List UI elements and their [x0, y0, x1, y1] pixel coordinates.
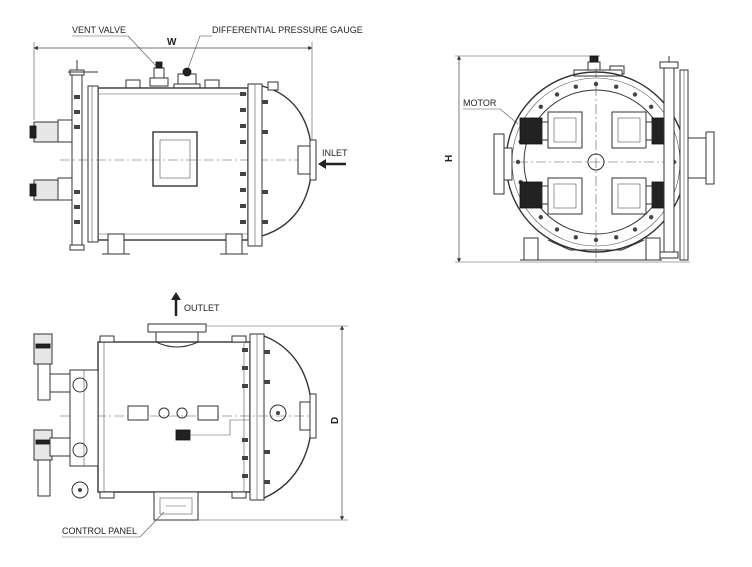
motor-label: MOTOR — [463, 98, 497, 108]
bolt-hole — [538, 215, 543, 220]
bolt-hole — [632, 92, 638, 97]
bolt-hole — [649, 104, 654, 110]
side-inlet-flange — [493, 133, 505, 195]
plan-vessel-shell — [97, 341, 251, 493]
filter-housing-top-left — [519, 111, 583, 149]
bolt-hole — [573, 84, 578, 89]
outlet-flange — [147, 323, 207, 333]
differential-pressure-gauge-label: DIFFERENTIAL PRESSURE GAUGE — [212, 25, 363, 35]
inlet-arrow-icon — [318, 159, 326, 169]
vent-valve-label: VENT VALVE — [72, 25, 126, 35]
plan-view: OUTLET D — [33, 292, 348, 538]
bolt-hole — [554, 92, 560, 97]
filter-housing-bottom-right — [611, 177, 675, 215]
side-view: H MOTOR — [444, 55, 715, 264]
bolt-hole — [573, 235, 578, 240]
vent-valve-icon — [149, 61, 169, 87]
inlet-label: INLET — [322, 148, 348, 158]
support-right — [225, 233, 243, 255]
head-flange-bolts — [240, 92, 268, 224]
differential-pressure-gauge-icon — [173, 67, 201, 89]
bolt-hole — [614, 84, 619, 89]
left-flange-bolts — [74, 95, 80, 224]
filter-housing-bottom-left — [519, 177, 583, 215]
motor-upper-icon — [29, 119, 73, 143]
access-window — [152, 131, 198, 187]
support-left — [107, 233, 125, 255]
bolt-hole — [593, 81, 599, 87]
control-panel-label: CONTROL PANEL — [62, 526, 137, 536]
bolt-hole — [632, 227, 638, 232]
bolt-hole — [649, 215, 654, 220]
bolt-hole — [538, 104, 543, 110]
depth-dimension-label: D — [330, 417, 341, 424]
bolt-hole — [614, 235, 619, 240]
height-dimension-label: H — [444, 155, 455, 162]
vessel-shell — [97, 87, 249, 241]
plan-motor-lower-icon — [33, 429, 71, 497]
plan-head-bolts — [242, 348, 270, 484]
side-piping-column — [663, 65, 675, 257]
outlet-label: OUTLET — [184, 303, 220, 313]
front-view: W VENT VALVE DIFFERENTIAL PRESSURE GAUGE — [29, 25, 363, 255]
plan-gauge-icon — [175, 429, 191, 441]
bolt-hole — [554, 227, 560, 232]
motor-lower-icon — [29, 177, 73, 201]
outlet-arrow-icon — [171, 292, 181, 300]
width-dimension-label: W — [167, 37, 177, 48]
plan-motor-upper-icon — [33, 333, 71, 401]
